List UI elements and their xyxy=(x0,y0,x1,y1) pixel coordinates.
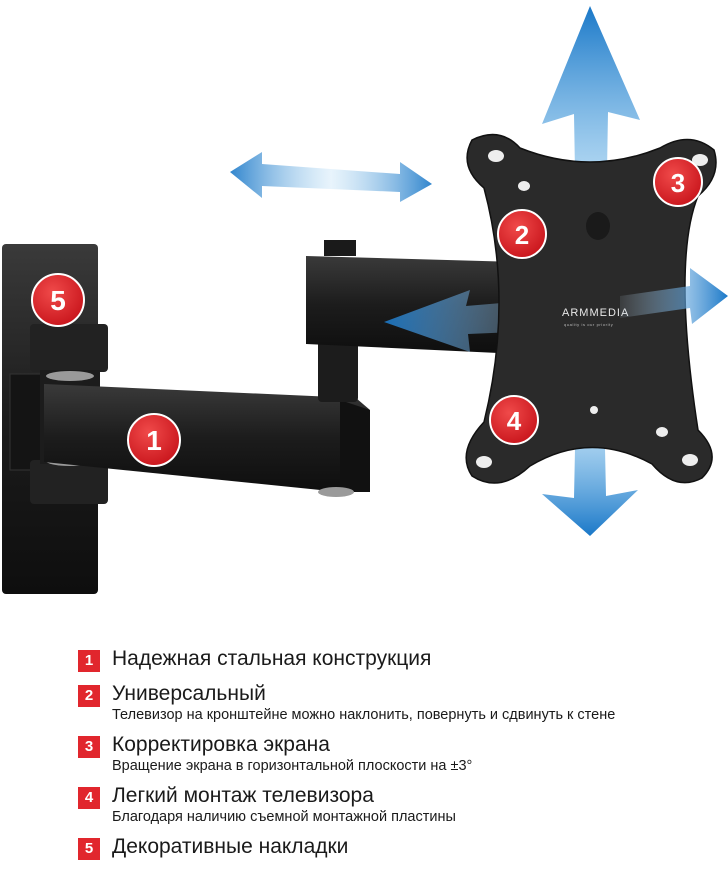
feature-title: Декоративные накладки xyxy=(112,835,349,858)
feature-item-1: 1 Надежная стальная конструкция xyxy=(78,646,718,672)
swivel-arrow-right xyxy=(620,268,728,324)
callout-1: 1 xyxy=(127,413,181,467)
feature-title: Корректировка экрана xyxy=(112,733,330,756)
feature-item-5: 5 Декоративные накладки xyxy=(78,834,718,860)
lower-arm xyxy=(44,384,370,497)
callout-3: 3 xyxy=(653,157,703,207)
feature-item-2: 2 Универсальный Телевизор на кронштейне … xyxy=(78,681,718,723)
feature-title: Универсальный xyxy=(112,682,266,705)
brand-tagline: quality is our priority xyxy=(564,322,613,327)
svg-text:4: 4 xyxy=(507,406,522,436)
svg-text:3: 3 xyxy=(671,168,685,198)
feature-description: Благодаря наличию съемной монтажной плас… xyxy=(112,809,456,825)
feature-number: 1 xyxy=(78,650,100,672)
middle-joint xyxy=(318,340,358,402)
callout-2: 2 xyxy=(497,209,547,259)
feature-number: 4 xyxy=(78,787,100,809)
tilt-down-arrow xyxy=(542,400,638,536)
feature-title: Легкий монтаж телевизора xyxy=(112,784,374,807)
slide-arrow xyxy=(230,152,432,202)
product-illustration: ARMMEDIA quality is our priority 1 2 3 4… xyxy=(2,6,728,594)
feature-item-3: 3 Корректировка экрана Вращение экрана в… xyxy=(78,732,718,774)
svg-text:2: 2 xyxy=(515,220,529,250)
feature-title: Надежная стальная конструкция xyxy=(112,647,432,670)
tilt-up-arrow xyxy=(542,6,640,230)
feature-number: 2 xyxy=(78,685,100,707)
feature-number: 5 xyxy=(78,838,100,860)
feature-description: Телевизор на кронштейне можно наклонить,… xyxy=(112,707,616,723)
features-list: 1 Надежная стальная конструкция 2 Универ… xyxy=(78,646,718,869)
feature-description: Вращение экрана в горизонтальной плоскос… xyxy=(112,758,473,774)
svg-text:1: 1 xyxy=(146,425,162,456)
callout-4: 4 xyxy=(489,395,539,445)
feature-number: 3 xyxy=(78,736,100,758)
feature-item-4: 4 Легкий монтаж телевизора Благодаря нал… xyxy=(78,783,718,825)
brand-logo: ARMMEDIA xyxy=(562,307,629,319)
svg-text:5: 5 xyxy=(50,285,66,316)
callout-5: 5 xyxy=(31,273,85,327)
upper-arm xyxy=(306,240,520,354)
